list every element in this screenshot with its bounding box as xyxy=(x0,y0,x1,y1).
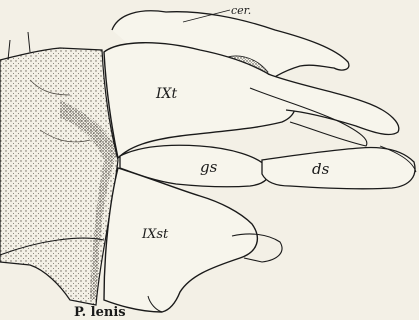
figure-caption: P. lenis xyxy=(74,305,126,320)
label-cer: cer. xyxy=(231,4,251,17)
dististylus-plate xyxy=(262,146,416,189)
stippled-body-region xyxy=(0,32,118,305)
label-ds: ds xyxy=(312,160,330,178)
label-gs: gs xyxy=(200,158,218,176)
label-ixt: IXt xyxy=(155,86,177,102)
label-ixst: IXst xyxy=(141,227,169,242)
ninth-sternite xyxy=(104,168,282,312)
